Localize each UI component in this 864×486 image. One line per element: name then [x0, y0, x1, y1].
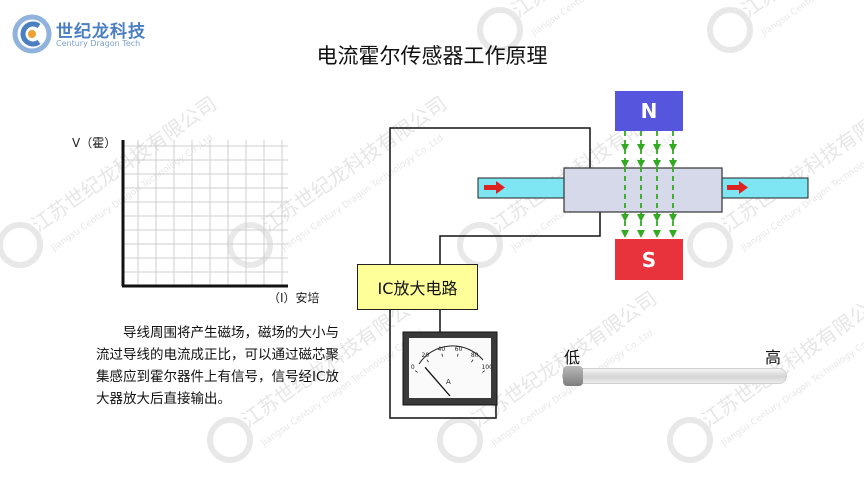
slider-low-label: 低: [564, 348, 581, 367]
logo-name: 世纪龙科技: [56, 22, 146, 42]
meter-tick-label: 0: [411, 364, 415, 371]
meter-unit: A: [446, 378, 451, 386]
flux-arrow-icon: [621, 144, 677, 238]
graph-y-label: V（霍）: [72, 136, 117, 150]
graph-grid: [123, 140, 288, 286]
description-text: 导线周围将产生磁场，磁场的大小与流过导线的电流成正比，可以通过磁芯聚集感应到霍尔…: [96, 325, 339, 407]
current-slider-knob[interactable]: [563, 366, 583, 386]
graph-x-label: （I）安培: [268, 291, 320, 305]
logo-icon: [12, 14, 52, 54]
hall-core: [563, 167, 723, 213]
circuit-wires: [389, 127, 601, 419]
current-slider-track[interactable]: [562, 368, 787, 384]
logo-tagline: Century Dragon Tech: [56, 39, 141, 48]
voltage-current-graph: [121, 140, 288, 288]
magnet-south: S: [615, 239, 683, 280]
magnet-north: N: [615, 91, 683, 131]
meter-tick-label: 80: [471, 352, 479, 359]
page-title: 电流霍尔传感器工作原理: [316, 44, 548, 68]
ic-amplifier-box: IC放大电路: [357, 264, 478, 310]
meter-needle: [424, 366, 451, 397]
meter-tick-label: 100: [481, 364, 493, 371]
current-arrow-icon: [484, 181, 748, 194]
meter-tick-label: 40: [438, 346, 446, 353]
meter-tick-label: 20: [422, 352, 430, 359]
meter-tick-label: 60: [455, 346, 463, 353]
slider-high-label: 高: [765, 348, 782, 367]
